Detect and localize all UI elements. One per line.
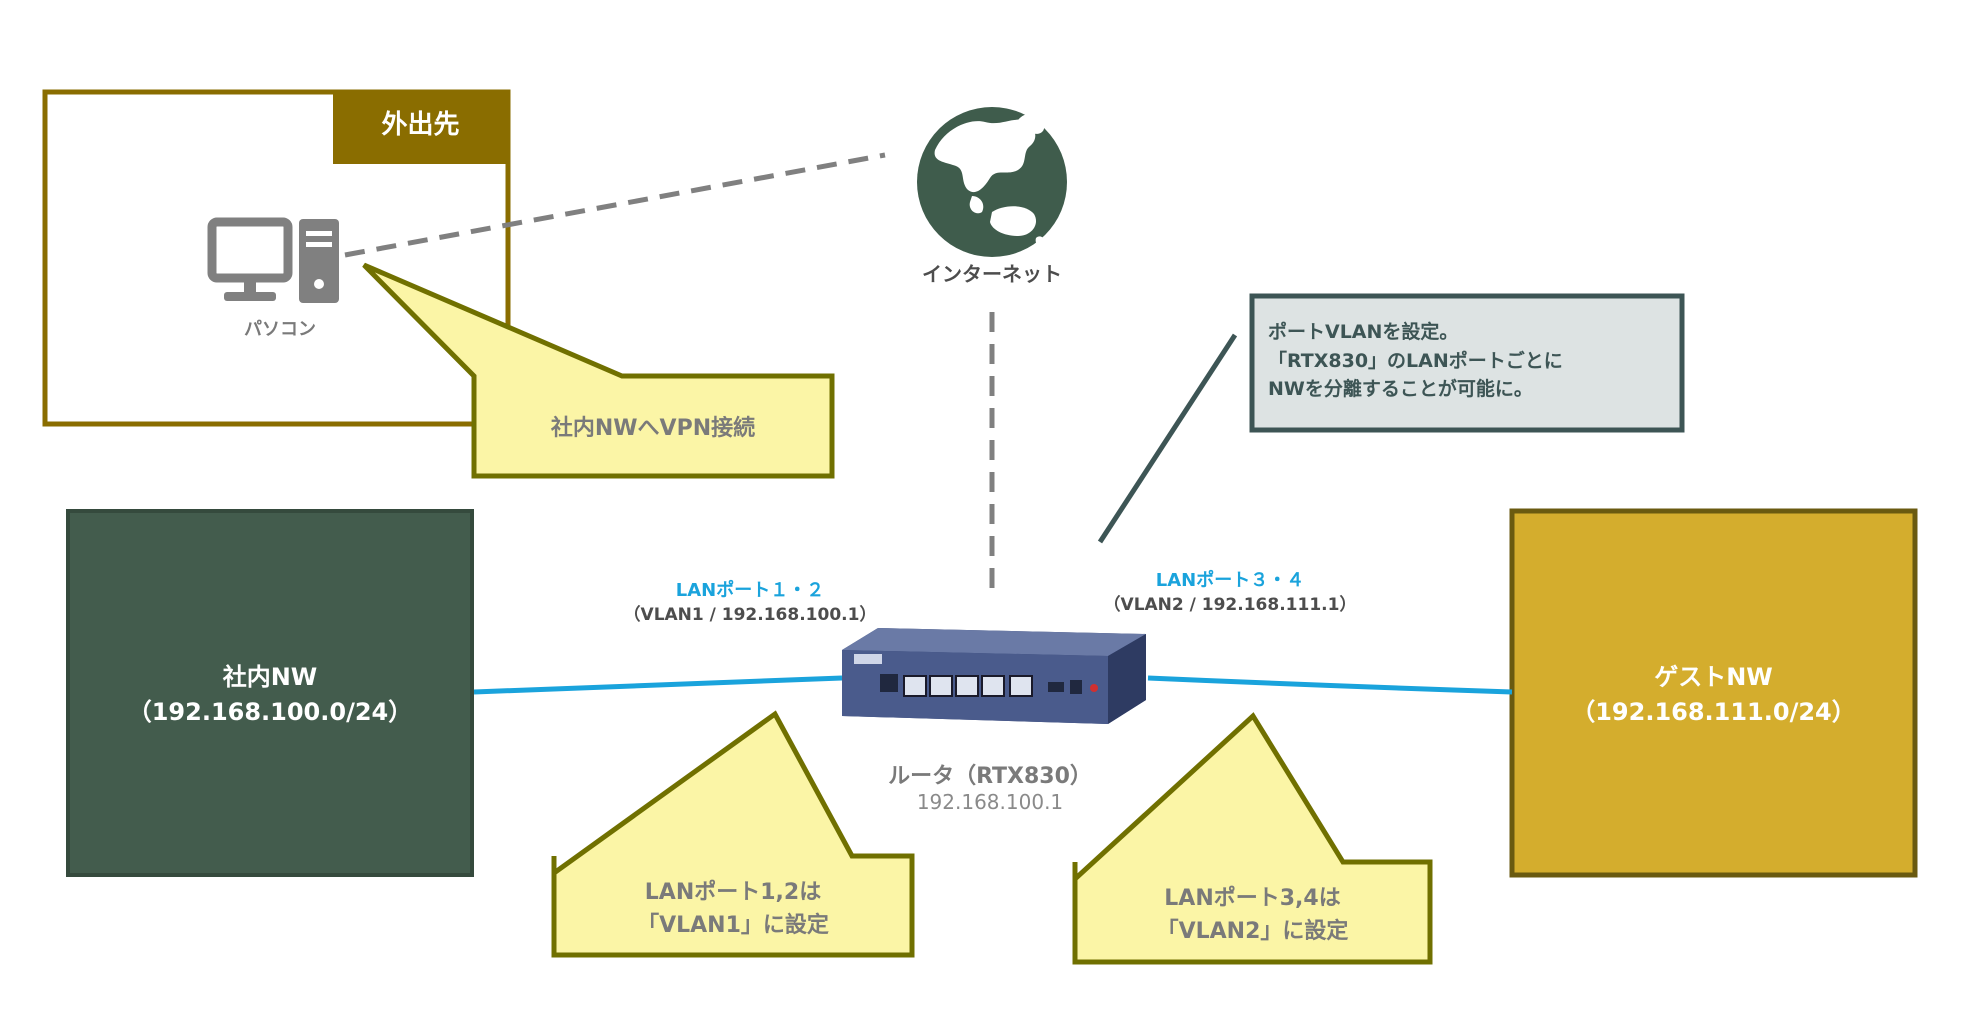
note-pointer-line <box>1097 333 1238 544</box>
vpn-callout-text: 社内NWへVPN接続 <box>550 416 756 441</box>
pc-icon <box>207 217 339 303</box>
lan-link-corp <box>473 675 843 695</box>
pc-label: パソコン <box>244 319 316 340</box>
corp-nw-label: 社内NW （192.168.100.0/24） <box>68 660 472 730</box>
corp-nw-subnet: （192.168.100.0/24） <box>127 697 413 726</box>
vpn-dashed-line <box>344 152 886 258</box>
guest-nw-subnet: （192.168.111.0/24） <box>1571 697 1856 726</box>
ports-right-title: LANポート３・４ <box>1155 570 1305 591</box>
vlan2-callout-shape <box>1072 712 1433 965</box>
ports-right-detail: （VLAN2 / 192.168.111.1） <box>1103 595 1357 615</box>
vpn-callout-shape <box>362 262 835 479</box>
corp-nw-name: 社内NW <box>222 663 318 691</box>
vlan2-callout-text: LANポート3,4は 「VLAN2」に設定 <box>1075 882 1430 948</box>
port-vlan-note-box <box>1249 293 1685 433</box>
router-icon <box>842 628 1146 724</box>
vlan2-callout-line-1: LANポート3,4は <box>1164 886 1341 911</box>
vlan1-callout-line-1: LANポート1,2は <box>644 880 822 905</box>
internet-label: インターネット <box>922 262 1062 286</box>
vlan2-callout-line-2: 「VLAN2」に設定 <box>1156 919 1349 944</box>
ports-left-detail: （VLAN1 / 192.168.100.1） <box>623 605 877 625</box>
vlan1-callout-shape <box>551 710 915 958</box>
outside-title: 外出先 <box>381 110 460 140</box>
corp-nw-box <box>66 509 474 877</box>
vlan1-callout-text: LANポート1,2は 「VLAN1」に設定 <box>554 876 912 942</box>
router-name: ルータ（RTX830） <box>888 764 1092 789</box>
note-line-2: 「RTX830」のLANポートごとに <box>1268 349 1563 372</box>
outside-title-tab <box>333 92 508 164</box>
note-line-3: NWを分離することが可能に。 <box>1268 378 1533 400</box>
guest-nw-name: ゲストNW <box>1654 663 1773 691</box>
router-ip: 192.168.100.1 <box>916 790 1064 814</box>
port-vlan-note-text: ポートVLANを設定。 「RTX830」のLANポートごとに NWを分離すること… <box>1268 318 1668 404</box>
lan-link-guest <box>1147 675 1513 695</box>
vlan1-callout-line-2: 「VLAN1」に設定 <box>637 913 829 938</box>
guest-nw-label: ゲストNW （192.168.111.0/24） <box>1512 660 1915 730</box>
ports-left-title: LANポート１・２ <box>675 580 825 601</box>
guest-nw-box <box>1509 508 1918 878</box>
globe-icon <box>917 107 1067 257</box>
note-line-1: ポートVLANを設定。 <box>1268 321 1459 343</box>
